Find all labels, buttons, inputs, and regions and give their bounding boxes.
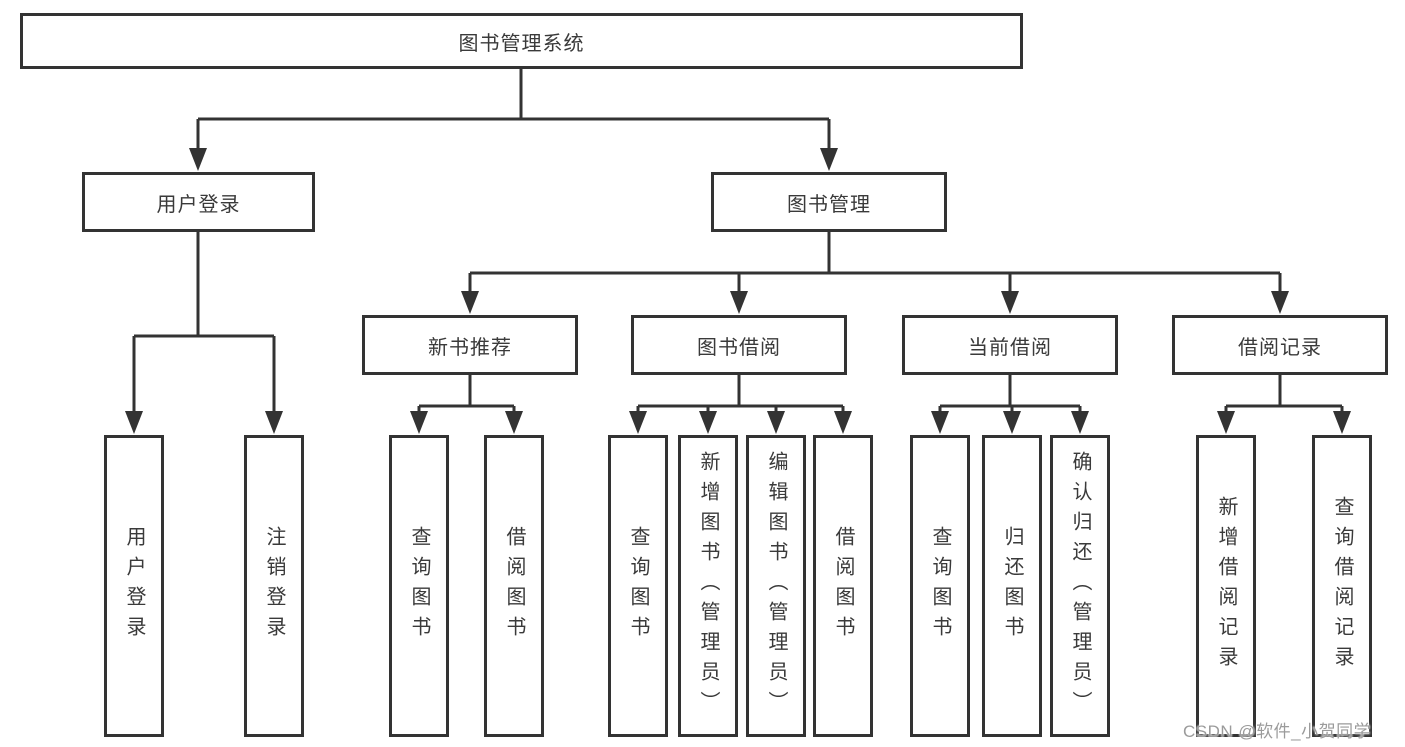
node-leaf-br-add-record: 新增借阅记录: [1196, 435, 1256, 737]
node-user-login: 用户登录: [82, 172, 315, 232]
arrowheads: [125, 148, 1351, 434]
node-leaf-bb-query-books: 查询图书: [608, 435, 668, 737]
node-leaf-bb-add-books-admin: 新增图书（管理员）: [678, 435, 738, 737]
node-leaf-bb-edit-books-admin: 编辑图书（管理员）: [746, 435, 806, 737]
node-leaf-bb-borrow-books: 借阅图书: [813, 435, 873, 737]
node-root: 图书管理系统: [20, 13, 1023, 69]
node-book-borrow: 图书借阅: [631, 315, 847, 375]
node-leaf-user-login: 用户登录: [104, 435, 164, 737]
node-book-management: 图书管理: [711, 172, 947, 232]
node-leaf-cb-confirm-return-admin: 确认归还（管理员）: [1050, 435, 1110, 737]
node-current-borrow: 当前借阅: [902, 315, 1118, 375]
node-leaf-cb-return-books: 归还图书: [982, 435, 1042, 737]
node-leaf-nb-query-books: 查询图书: [389, 435, 449, 737]
node-leaf-cb-query-books: 查询图书: [910, 435, 970, 737]
node-leaf-br-query-record: 查询借阅记录: [1312, 435, 1372, 737]
node-new-book-recommend: 新书推荐: [362, 315, 578, 375]
node-leaf-logout: 注销登录: [244, 435, 304, 737]
node-leaf-nb-borrow-books: 借阅图书: [484, 435, 544, 737]
node-borrow-records: 借阅记录: [1172, 315, 1388, 375]
csdn-watermark: CSDN @软件_小贺同学: [1183, 722, 1372, 741]
